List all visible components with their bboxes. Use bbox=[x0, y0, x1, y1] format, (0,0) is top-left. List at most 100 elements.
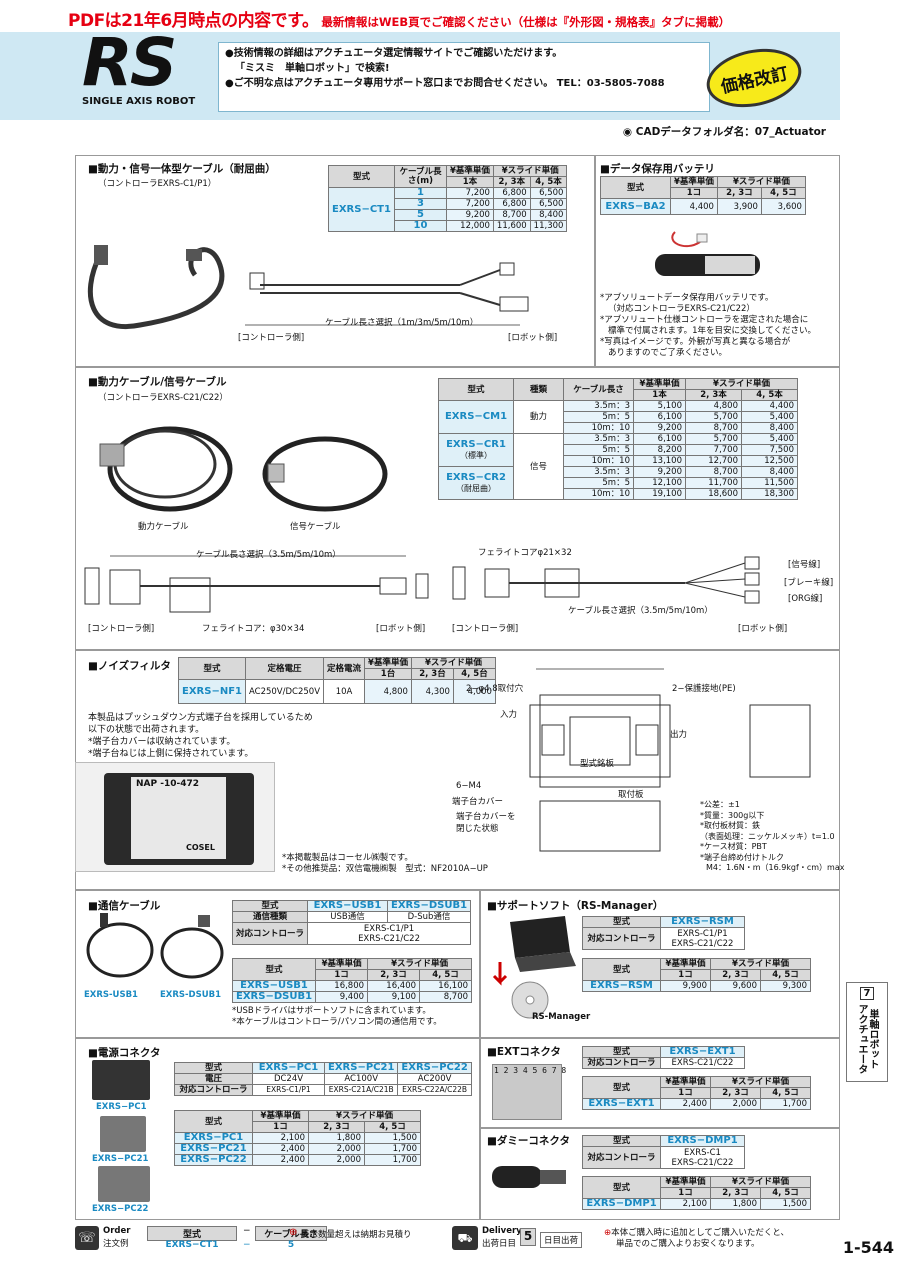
desc-line: *端子台カバーは収納されています。 bbox=[88, 737, 236, 747]
th: 型式 bbox=[582, 1046, 661, 1058]
order-length-value: 5 bbox=[287, 1240, 295, 1250]
chapter-number: 7 bbox=[860, 987, 874, 1000]
banner-main-text: PDFは21年6月時点の内容です。 bbox=[68, 11, 319, 31]
section-title: ■データ保存用バッテリ bbox=[600, 163, 715, 175]
spec-line: *ケース材質：PBT bbox=[700, 842, 767, 851]
th: 4, 5本 bbox=[741, 389, 798, 401]
cell: 8,700 bbox=[419, 991, 473, 1003]
th: 4, 5コ bbox=[364, 1121, 421, 1133]
ext-connector-image bbox=[492, 1064, 562, 1120]
model-cell: EXRS−PC1 bbox=[252, 1062, 325, 1074]
cell: 8,700 bbox=[685, 422, 742, 434]
cell-line: EXRS-C1 bbox=[684, 1147, 721, 1158]
note-line: 標準で付属されます。1年を目安に交換してください。 bbox=[608, 326, 817, 336]
model-name: EXRS−CR1 bbox=[446, 439, 506, 450]
cell: AC200V bbox=[397, 1073, 472, 1085]
cell: 4,000 bbox=[452, 679, 496, 704]
th: 型式 bbox=[582, 916, 661, 928]
model-name: EXRS−CR2 bbox=[446, 472, 506, 483]
cell: 8,400 bbox=[741, 466, 798, 478]
section-subtitle: （コントローラEXRS-C1/P1） bbox=[98, 179, 217, 189]
output-label: 出力 bbox=[670, 730, 688, 740]
th: 対応コントローラ bbox=[582, 927, 661, 950]
cell-line: EXRS-C21/C22 bbox=[358, 933, 420, 944]
battery-notes: *アブソリュートデータ保存用バッテリです。 （対応コントローラEXRS-C21/… bbox=[600, 293, 816, 359]
controller-side-label: [コントローラ側] bbox=[452, 624, 519, 634]
th: 種類 bbox=[513, 378, 564, 401]
th: 対応コントローラ bbox=[582, 1057, 661, 1069]
th: 型式 bbox=[582, 1135, 661, 1147]
th: 型式 bbox=[174, 1062, 253, 1074]
th: 4, 5本 bbox=[529, 176, 568, 188]
ext-pin-numbers: 1 2 3 4 5 6 7 8 bbox=[494, 1066, 567, 1075]
notice-line-1: ●技術情報の詳細はアクチュエータ選定情報サイトでご確認いただけます。 bbox=[225, 48, 563, 59]
power-cable-caption: 動力ケーブル bbox=[138, 522, 189, 532]
model-cell: EXRS−PC22 bbox=[174, 1154, 253, 1166]
note-line: *本掲載製品はコーセル㈱製です。 bbox=[282, 853, 413, 863]
th: 2, 3コ bbox=[367, 969, 421, 981]
note-line: *その他推奨品：双信電機㈱製 型式：NF2010A−UP bbox=[282, 864, 488, 874]
spec-line: *質量：300g以下 bbox=[700, 810, 765, 820]
th: ¥基準単価 bbox=[660, 1076, 711, 1088]
order-label: Order bbox=[103, 1226, 131, 1236]
cell: 11,300 bbox=[529, 220, 568, 232]
th: 1コ bbox=[252, 1121, 309, 1133]
model-cell: EXRS−RSM bbox=[660, 916, 745, 928]
section-title: ■ノイズフィルタ bbox=[88, 660, 171, 672]
signal-cable-caption: 信号ケーブル bbox=[290, 522, 341, 532]
top-banner: PDFは21年6月時点の内容です。 最新情報はWEB頁でご確認ください（仕様は『… bbox=[0, 0, 900, 32]
connector-pc21-image bbox=[100, 1116, 146, 1152]
th: 型式 bbox=[582, 958, 661, 981]
order-dash: − bbox=[243, 1226, 251, 1236]
cell: 9,200 bbox=[633, 466, 686, 478]
model-cell: EXRS−DMP1 bbox=[660, 1135, 745, 1147]
filter-brand-label: NAP -10-472 bbox=[136, 779, 200, 789]
cell: 6,100 bbox=[633, 411, 686, 423]
cell: 1,500 bbox=[364, 1132, 421, 1144]
cell: 5,400 bbox=[741, 411, 798, 423]
robot-side-label: [ロボット側] bbox=[738, 624, 788, 634]
connector-pc1-caption: EXRS−PC1 bbox=[96, 1102, 147, 1112]
cell: 1,700 bbox=[760, 1098, 811, 1110]
section-integrated-cable bbox=[75, 155, 595, 367]
note-line: *アブソリュート仕様コントローラを選定された場合に bbox=[600, 315, 809, 325]
footer-delivery-box: ⛟ Delivery 出荷日目 5 日目出荷 bbox=[452, 1226, 592, 1254]
cell: 5,400 bbox=[741, 433, 798, 445]
note-line: （対応コントローラEXRS-C21/C22） bbox=[608, 304, 755, 314]
model-cell: EXRS−CR2（耐屈曲） bbox=[438, 466, 514, 500]
cell: 1,800 bbox=[308, 1132, 365, 1144]
cell: 2,000 bbox=[308, 1143, 365, 1155]
cell: 11,700 bbox=[685, 477, 742, 489]
cell: 11,600 bbox=[492, 220, 531, 232]
th: 対応コントローラ bbox=[231, 922, 309, 945]
cell: 13,100 bbox=[633, 455, 686, 467]
cell: DC24V bbox=[252, 1073, 325, 1085]
cad-folder-label: ◉ CADデータフォルダ名：07_Actuator bbox=[623, 124, 826, 139]
th: 型式 bbox=[231, 958, 317, 981]
cell: 6,100 bbox=[633, 433, 686, 445]
model-cell: EXRS−PC22 bbox=[397, 1062, 472, 1074]
model-cell: EXRS−USB1 bbox=[307, 900, 389, 912]
spec-line: *端子台締め付けトルク bbox=[700, 852, 784, 862]
input-label: 入力 bbox=[500, 710, 518, 720]
model-cell: EXRS−CM1 bbox=[438, 400, 514, 434]
note-line: ありますのでご了承ください。 bbox=[608, 348, 728, 358]
section-comm-cable bbox=[75, 890, 480, 1038]
cell: 10m：10 bbox=[563, 488, 634, 500]
cell: 7,500 bbox=[741, 444, 798, 456]
discount-line-1: ⊕本体ご購入時に追加としてご購入いただくと、 bbox=[604, 1228, 789, 1239]
cell: 動力 bbox=[513, 400, 564, 434]
cell: 8,400 bbox=[741, 422, 798, 434]
model-cell: EXRS−BA2 bbox=[600, 198, 671, 215]
th: 4, 5コ bbox=[760, 1187, 811, 1199]
delivery-label: Delivery bbox=[482, 1226, 522, 1236]
software-caption: RS-Manager bbox=[532, 1012, 591, 1022]
usb-cable-caption: EXRS-USB1 bbox=[84, 990, 138, 1000]
